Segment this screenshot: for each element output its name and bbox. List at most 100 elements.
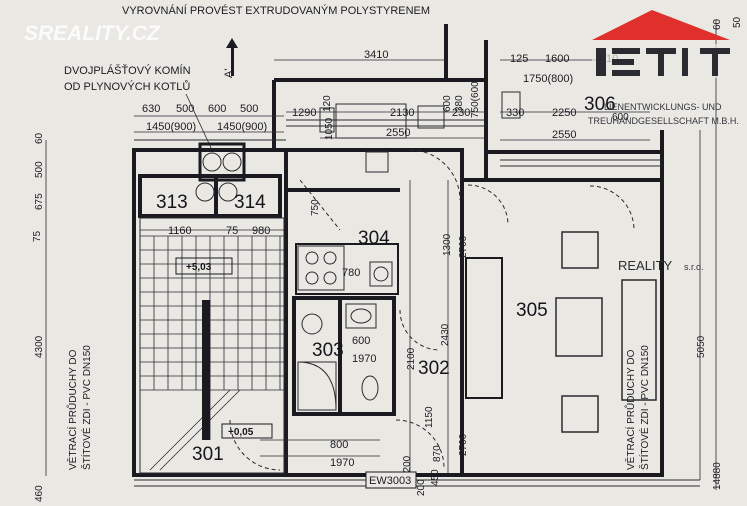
roof-logo-icon bbox=[592, 10, 730, 40]
section-marker: A' bbox=[223, 38, 238, 78]
dim-label: 500 bbox=[34, 161, 45, 178]
dim-label: 330 bbox=[506, 107, 524, 119]
dim-label: 460 bbox=[34, 485, 45, 502]
logo-suffix: s.r.o. bbox=[684, 262, 704, 272]
bathroom-fixtures bbox=[297, 303, 379, 411]
dim-label: 1450(900) bbox=[146, 121, 196, 133]
dim-label: 2700 bbox=[458, 433, 469, 456]
room-306-label: 306 bbox=[584, 94, 616, 115]
dim-label: 1160 bbox=[168, 225, 192, 237]
dim-label: 14880 bbox=[712, 462, 723, 490]
dim-label: 75 bbox=[226, 225, 238, 237]
room-302-label: 302 bbox=[418, 358, 450, 379]
washing-machine-icon bbox=[301, 313, 323, 335]
burner-icon bbox=[305, 271, 319, 285]
dim-label: 1050 bbox=[324, 117, 335, 140]
window-lines bbox=[134, 119, 700, 487]
dim-label: 2100 bbox=[406, 347, 417, 370]
dim-label: 230 bbox=[452, 107, 470, 119]
burner-icon bbox=[305, 251, 319, 265]
watermark: SREALITY.CZ bbox=[24, 22, 161, 45]
burner-icon bbox=[323, 271, 337, 285]
dim-label: 870 bbox=[432, 445, 443, 462]
armchair-icon bbox=[561, 231, 599, 269]
dim-label: 125 bbox=[510, 53, 528, 65]
logo-line1: LIENENTWICKLUNGS- UND bbox=[604, 102, 722, 112]
dim-label: 380 bbox=[454, 95, 465, 112]
dimension-labels: 630 500 600 500 1450(900) 1450(900) 120 … bbox=[32, 16, 743, 502]
dim-label: 630 bbox=[142, 103, 160, 115]
dim-label: 980 bbox=[252, 225, 270, 237]
dim-label: 75 bbox=[32, 230, 43, 242]
walls bbox=[132, 24, 664, 477]
dim-label: 2130 bbox=[390, 107, 414, 119]
dim-label: 200 bbox=[416, 479, 427, 496]
dim-label: 600 bbox=[208, 103, 226, 115]
dim-label: 5050 bbox=[696, 335, 707, 358]
kitchen-counter bbox=[295, 243, 399, 295]
chimney-note-line1: DVOJPLÁŠŤOVÝ KOMÍN bbox=[64, 64, 191, 77]
ventilation-right-line2: ŠTÍTOVÉ ZDI - PVC DN150 bbox=[638, 345, 651, 470]
dim-label: 1200 bbox=[402, 455, 413, 478]
level-upper: +5,03 bbox=[186, 262, 212, 273]
room-301-label: 301 bbox=[192, 444, 224, 465]
dim-label: 1600 bbox=[545, 53, 569, 65]
dim-label: 675 bbox=[34, 193, 45, 210]
dim-label: 600 bbox=[442, 95, 453, 112]
dim-label: 1300 bbox=[442, 233, 453, 256]
ventilation-right-line1: VĚTRACÍ PRŮDUCHY DO bbox=[624, 349, 637, 470]
dim-label: 1970 bbox=[352, 353, 376, 365]
sideboard-icon bbox=[465, 257, 503, 399]
header-note: VYROVNÁNÍ PROVÉST EXTRUDOVANÝM POLYSTYRE… bbox=[122, 4, 430, 17]
dim-label: 2250 bbox=[552, 107, 576, 119]
dim-label: 2550 bbox=[552, 129, 576, 141]
dim-label: 600 bbox=[352, 335, 370, 347]
dim-label: 2430 bbox=[440, 323, 451, 346]
dim-label: 600 bbox=[612, 112, 629, 123]
burner-icon bbox=[323, 251, 337, 265]
dim-label: 750(600) bbox=[470, 78, 481, 118]
armchair-icon bbox=[561, 395, 599, 433]
window-tag: EW3003 bbox=[369, 475, 411, 487]
room-313-label: 313 bbox=[156, 192, 188, 213]
section-label: A' bbox=[223, 69, 235, 78]
level-lower: +0,05 bbox=[228, 427, 254, 438]
logo-line2: TREUHANDGESELLSCHAFT M.B.H. bbox=[588, 116, 739, 126]
dim-label: 1150 bbox=[424, 406, 435, 428]
section-arrow-icon bbox=[226, 38, 238, 48]
chimney-leader-line bbox=[185, 93, 213, 151]
shower-icon bbox=[297, 361, 337, 411]
chimney bbox=[195, 142, 246, 202]
dim-label: 800 bbox=[330, 439, 348, 451]
room-314-label: 314 bbox=[234, 192, 266, 213]
room-labels: 304 305 306 303 302 301 313 314 bbox=[156, 94, 616, 465]
toilet-icon bbox=[361, 375, 379, 401]
ventilation-left-line2: ŠTÍTOVÉ ZDI - PVC DN150 bbox=[80, 345, 93, 470]
stair-lines bbox=[149, 300, 241, 471]
dim-label: 4300 bbox=[34, 335, 45, 358]
company-logo: LIENENTWICKLUNGS- UND TREUHANDGESELLSCHA… bbox=[588, 10, 739, 273]
tiled-floor-301 bbox=[139, 217, 285, 474]
sink-icon bbox=[369, 261, 393, 287]
dim-label: 120 bbox=[322, 95, 333, 112]
ventilation-notes: VĚTRACÍ PRŮDUCHY DO ŠTÍTOVÉ ZDI - PVC DN… bbox=[66, 345, 651, 470]
dim-label: 60 bbox=[712, 18, 723, 30]
dim-label: 1970 bbox=[330, 457, 354, 469]
dim-label: 1290 bbox=[292, 107, 316, 119]
dim-label: 1450(900) bbox=[217, 121, 267, 133]
logo-company: REALITY bbox=[618, 258, 673, 273]
door-swings bbox=[229, 149, 635, 471]
dim-label: 2550 bbox=[386, 127, 410, 139]
dim-label: 450 bbox=[430, 469, 441, 486]
ventilation-left-line1: VĚTRACÍ PRŮDUCHY DO bbox=[66, 349, 79, 470]
dim-label: 750 bbox=[310, 199, 321, 216]
dim-label: 50 bbox=[732, 16, 743, 28]
dimension-lines bbox=[45, 20, 717, 490]
dim-label: 3410 bbox=[364, 49, 388, 61]
dim-label: 2700 bbox=[458, 235, 469, 258]
dim-label: 500 bbox=[176, 103, 194, 115]
room-303-label: 303 bbox=[312, 340, 344, 361]
sofa-icon bbox=[621, 279, 657, 401]
